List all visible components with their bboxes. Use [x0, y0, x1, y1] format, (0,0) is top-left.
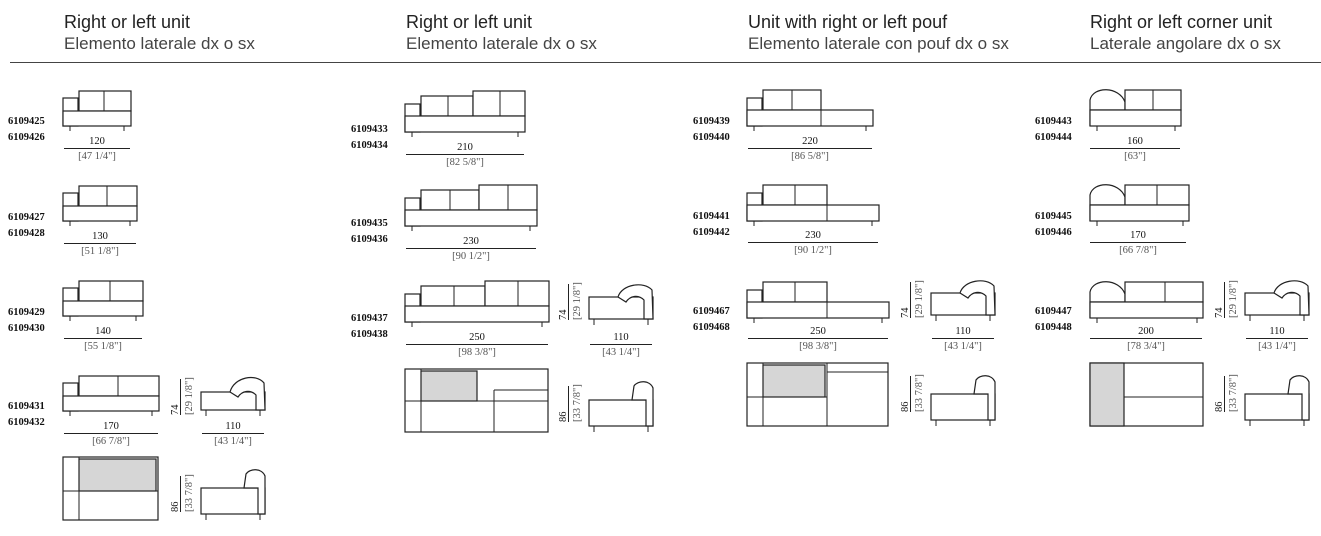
sofa-front-drawing [404, 90, 526, 137]
sofa-front-drawing [746, 89, 874, 131]
sofa-front-drawing [746, 184, 880, 226]
column-title: Unit with right or left pouf [748, 12, 948, 32]
width-dimension: 170[66 7/8"] [64, 421, 158, 447]
width-dimension: 250[98 3/8"] [748, 326, 888, 352]
sofa-side-section-drawing [200, 469, 266, 520]
sofa-front-drawing [62, 90, 132, 131]
width-dimension: 160[63"] [1090, 136, 1180, 162]
width-dimension: 200[78 3/4"] [1090, 326, 1202, 352]
sofa-front-drawing [62, 280, 144, 321]
width-dimension: 230[90 1/2"] [748, 230, 878, 256]
header-divider [10, 62, 1321, 63]
column-title: Right or left unit [64, 12, 191, 32]
depth-dimension: 110[43 1/4"] [590, 332, 652, 358]
width-dimension: 140[55 1/8"] [64, 326, 142, 352]
depth-dimension: 110[43 1/4"] [202, 421, 264, 447]
sofa-top-view-drawing [1089, 362, 1204, 427]
sofa-front-drawing [404, 280, 550, 327]
sofa-front-drawing [404, 184, 538, 231]
column-title: Right or left corner unit [1090, 12, 1273, 32]
sofa-side-drawing [200, 376, 266, 416]
sofa-front-drawing [746, 281, 890, 323]
column-subtitle: Laterale angolare dx o sx [1090, 34, 1281, 53]
sofa-front-drawing [1089, 89, 1182, 131]
sofa-top-view-drawing [404, 368, 549, 433]
width-dimension: 130[51 1/8"] [64, 231, 136, 257]
sofa-side-section-drawing [930, 375, 996, 426]
width-dimension: 120[47 1/4"] [64, 136, 130, 162]
sofa-side-section-drawing [1244, 375, 1310, 426]
sofa-side-drawing [930, 280, 996, 321]
sofa-top-view-drawing [746, 362, 889, 427]
sofa-side-section-drawing [588, 381, 654, 432]
sofa-top-view-drawing [62, 456, 159, 521]
width-dimension: 220[86 5/8"] [748, 136, 872, 162]
sofa-front-drawing [62, 375, 160, 416]
sofa-side-drawing [1244, 280, 1310, 321]
column-subtitle: Elemento laterale dx o sx [64, 34, 255, 53]
column-subtitle: Elemento laterale con pouf dx o sx [748, 34, 1009, 53]
sofa-side-drawing [588, 284, 654, 325]
sofa-front-drawing [1089, 281, 1204, 323]
depth-dimension: 110[43 1/4"] [1246, 326, 1308, 352]
width-dimension: 170[66 7/8"] [1090, 230, 1186, 256]
width-dimension: 250[98 3/8"] [406, 332, 548, 358]
sofa-front-drawing [1089, 184, 1190, 226]
depth-dimension: 110[43 1/4"] [932, 326, 994, 352]
sofa-front-drawing [62, 185, 138, 226]
width-dimension: 210[82 5/8"] [406, 142, 524, 168]
width-dimension: 230[90 1/2"] [406, 236, 536, 262]
column-subtitle: Elemento laterale dx o sx [406, 34, 597, 53]
column-title: Right or left unit [406, 12, 533, 32]
